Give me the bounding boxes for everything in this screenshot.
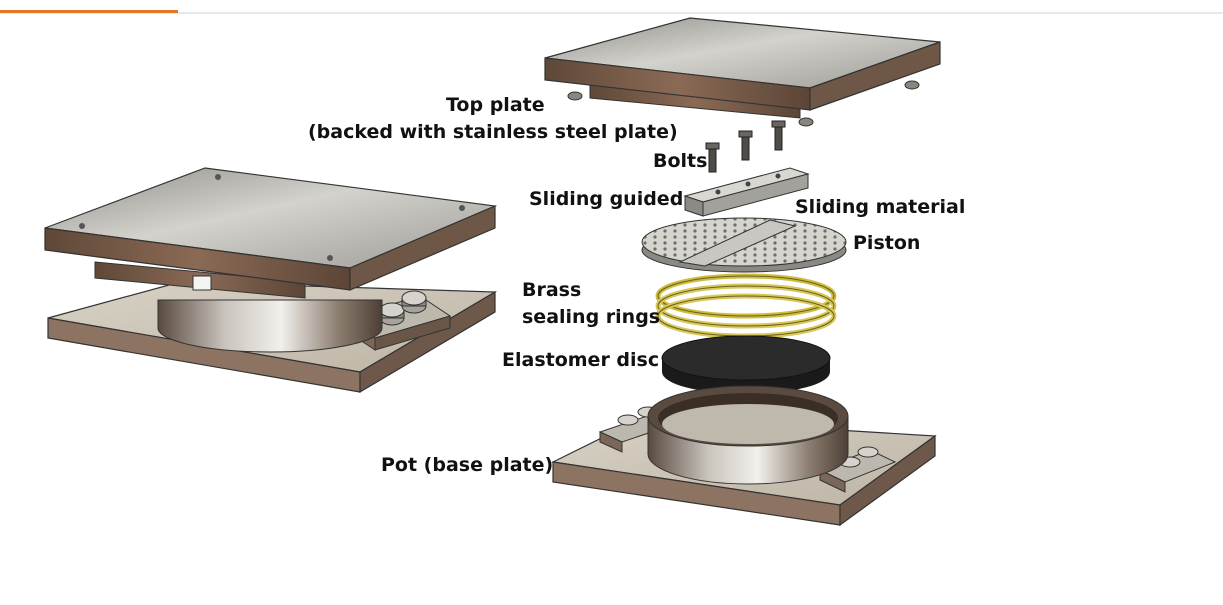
label-top-plate-note: (backed with stainless steel plate) bbox=[308, 121, 678, 143]
exploded-top-plate bbox=[544, 17, 941, 127]
assembled-top-plate-side bbox=[349, 205, 496, 291]
plate-screw bbox=[459, 205, 465, 211]
label-pot-base: Pot (base plate) bbox=[381, 454, 554, 476]
label-brass-line2: sealing rings bbox=[522, 306, 661, 328]
exploded-piston bbox=[641, 217, 847, 273]
label-sliding-material: Sliding material bbox=[795, 196, 966, 218]
exploded-pot-base bbox=[551, 385, 937, 527]
plate-screw bbox=[79, 223, 85, 229]
assembled-guide-window bbox=[192, 275, 212, 291]
assembled-hex-bolt bbox=[401, 290, 427, 314]
assembled-anchor-block-side bbox=[374, 315, 451, 351]
exploded-top-plate-side bbox=[809, 41, 941, 111]
pot-base-side bbox=[839, 434, 936, 527]
exploded-brass-rings bbox=[655, 273, 837, 339]
assembled-hex-bolt bbox=[379, 302, 405, 326]
label-top-plate: Top plate bbox=[446, 94, 545, 116]
label-elastomer-disc: Elastomer disc bbox=[502, 349, 660, 371]
label-sliding-guided: Sliding guided bbox=[529, 188, 684, 210]
plate-screw bbox=[215, 174, 221, 180]
exploded-sliding-guide bbox=[683, 167, 810, 217]
plate-screw bbox=[327, 255, 333, 261]
header-divider bbox=[0, 12, 1223, 14]
label-bolts: Bolts bbox=[653, 150, 708, 172]
exploded-bolts bbox=[705, 120, 786, 173]
label-piston: Piston bbox=[853, 232, 921, 254]
assembled-pot-cylinder bbox=[157, 299, 383, 353]
exploded-elastomer-disc bbox=[661, 335, 831, 394]
label-brass-line1: Brass bbox=[522, 279, 582, 301]
assembled-bearing bbox=[44, 167, 498, 394]
header-accent-bar bbox=[0, 10, 178, 13]
